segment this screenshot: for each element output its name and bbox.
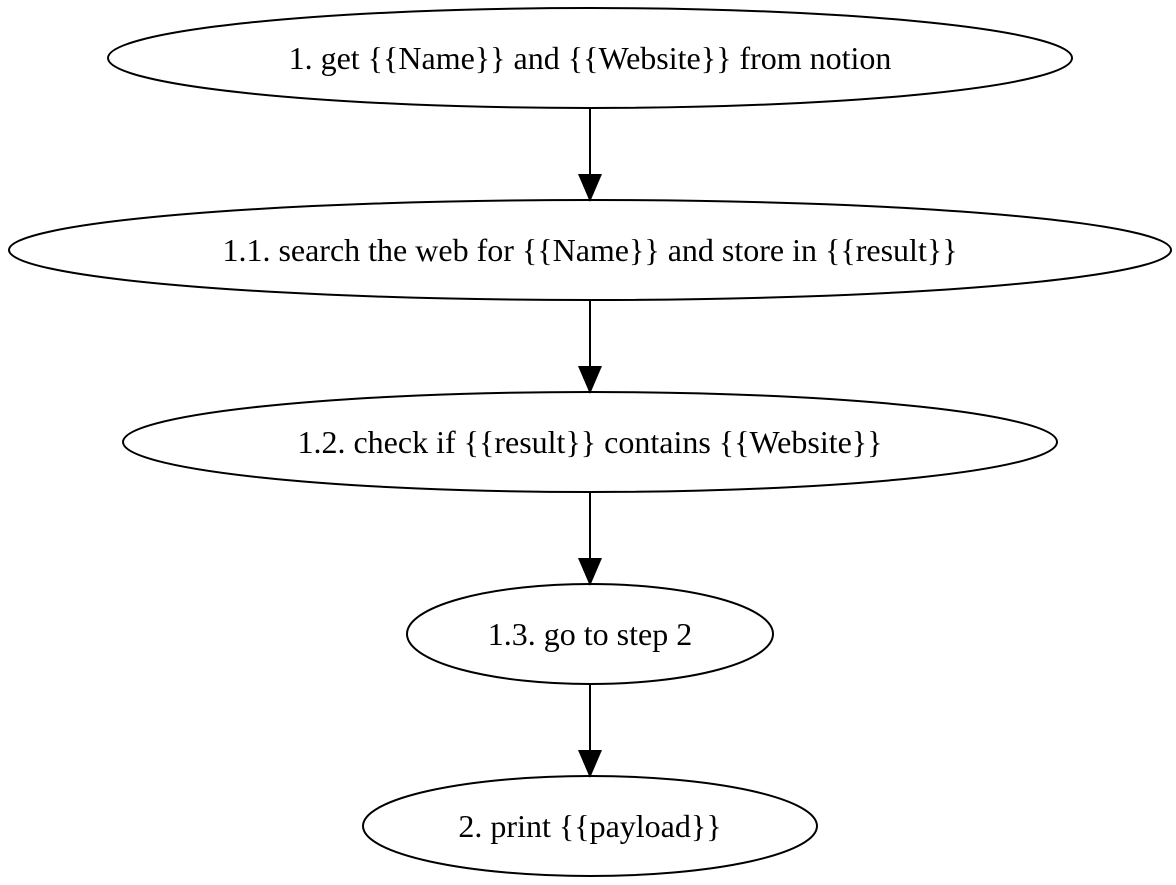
edge-3-4 — [578, 492, 602, 586]
edge-4-5 — [578, 684, 602, 778]
arrowhead-icon — [578, 558, 602, 586]
edge-1-2 — [578, 108, 602, 202]
node-label: 1.2. check if {{result}} contains {{Webs… — [297, 424, 882, 460]
arrowhead-icon — [578, 366, 602, 394]
node-1: 1. get {{Name}} and {{Website}} from not… — [107, 7, 1073, 109]
arrowhead-icon — [578, 174, 602, 202]
node-4: 1.3. go to step 2 — [406, 583, 774, 685]
node-2: 1.1. search the web for {{Name}} and sto… — [8, 199, 1172, 301]
node-label: 1.1. search the web for {{Name}} and sto… — [222, 232, 957, 268]
node-5: 2. print {{payload}} — [362, 775, 818, 877]
node-label: 1.3. go to step 2 — [488, 616, 692, 652]
edge-2-3 — [578, 300, 602, 394]
node-3: 1.2. check if {{result}} contains {{Webs… — [122, 391, 1058, 493]
node-label: 2. print {{payload}} — [458, 808, 721, 844]
arrowhead-icon — [578, 750, 602, 778]
node-label: 1. get {{Name}} and {{Website}} from not… — [289, 40, 892, 76]
